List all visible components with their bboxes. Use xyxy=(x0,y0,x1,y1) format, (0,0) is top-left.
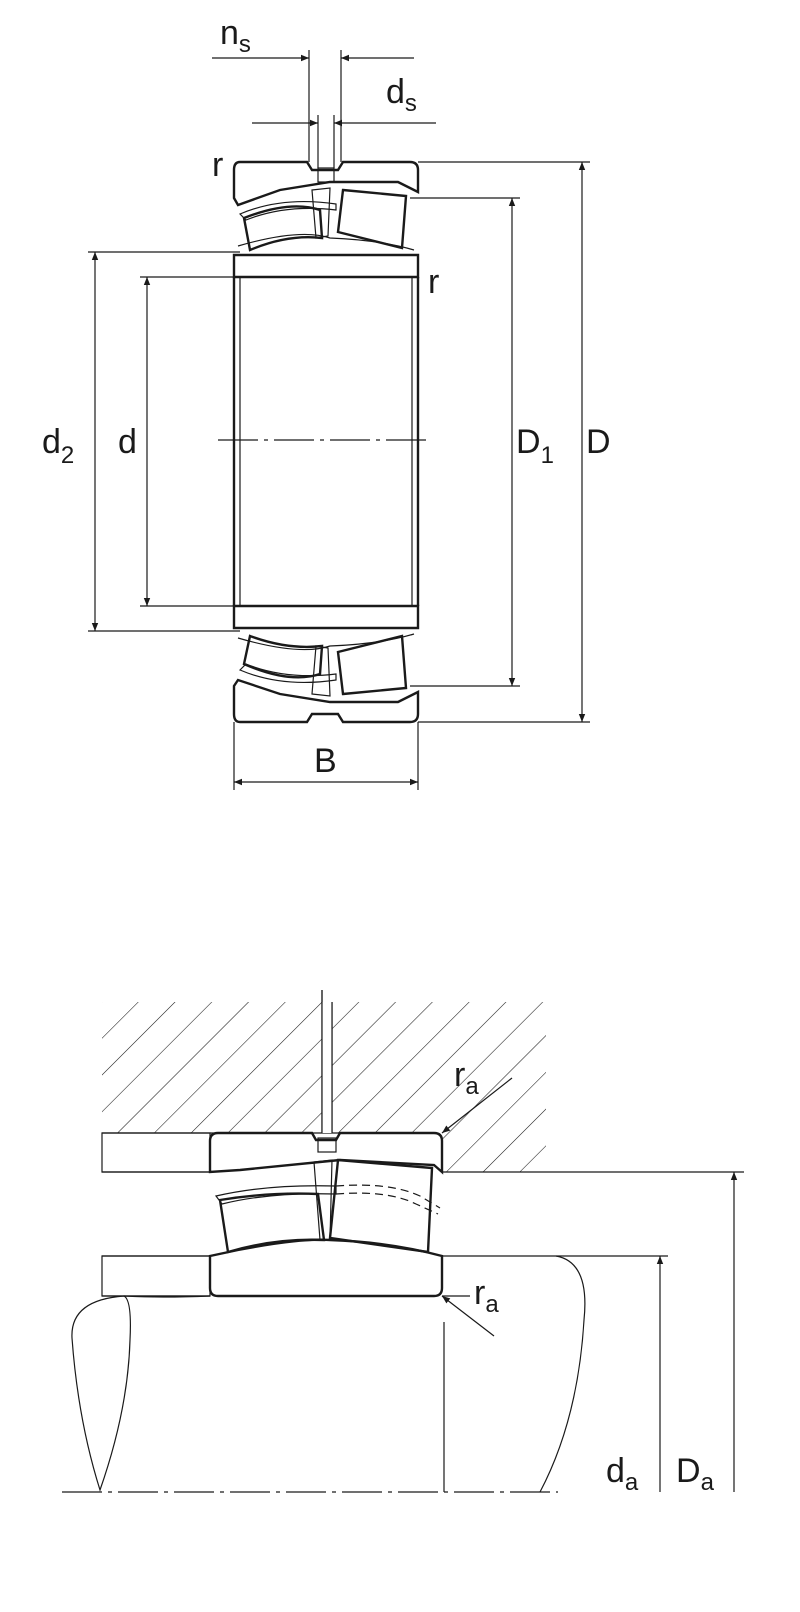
label-ra-bottom: ra xyxy=(474,1274,499,1318)
guide-ring-bottom xyxy=(311,645,331,697)
label-r-outer: r xyxy=(212,146,223,184)
bearing-section-view: ns ds r r d2 d D1 D B xyxy=(42,14,611,790)
inner-ring-raceway-bottom xyxy=(237,633,415,651)
outer-ring-top xyxy=(232,160,420,207)
inner-ring-bottom xyxy=(232,604,420,630)
label-da: da xyxy=(606,1452,639,1496)
ra-top-arrow xyxy=(441,1077,513,1134)
mounting-view: ra ra da Da xyxy=(62,990,744,1496)
label-Da: Da xyxy=(676,1452,715,1496)
label-d2: d2 xyxy=(42,423,74,469)
label-D: D xyxy=(586,423,611,461)
inner-ring-top xyxy=(232,253,420,279)
cage-left-top xyxy=(238,200,337,221)
lube-hole-top xyxy=(317,167,335,183)
shaft-shoulder xyxy=(101,1255,211,1297)
label-D1: D1 xyxy=(516,423,554,469)
guide-ring-top xyxy=(311,187,331,239)
roller-left-bottom xyxy=(242,634,324,679)
shaft-taper-line xyxy=(123,1295,211,1298)
label-B: B xyxy=(314,742,337,780)
housing-shoulder xyxy=(101,1132,211,1173)
label-d: d xyxy=(118,423,137,461)
inner-ring-raceway-top xyxy=(237,233,415,251)
label-r-inner: r xyxy=(428,263,439,301)
label-ns: ns xyxy=(220,14,251,58)
mount-cage-hidden xyxy=(335,1184,441,1215)
roller-right-top xyxy=(336,188,408,250)
roller-left-top xyxy=(242,205,324,252)
outer-ring-bottom xyxy=(232,678,420,724)
cage-left-bottom xyxy=(238,663,337,684)
ra-bottom-arrow xyxy=(441,1295,495,1337)
roller-right-bottom xyxy=(336,634,408,696)
shaft-curve-right xyxy=(539,1255,586,1493)
shaft-section-left xyxy=(71,1295,131,1492)
label-ds: ds xyxy=(386,73,417,117)
mount-outer-ring xyxy=(208,1131,444,1175)
mount-lube-hole xyxy=(317,1137,337,1153)
mount-inner-ring xyxy=(208,1238,444,1298)
label-ra-top: ra xyxy=(454,1056,479,1100)
mount-roller-right xyxy=(328,1158,434,1254)
